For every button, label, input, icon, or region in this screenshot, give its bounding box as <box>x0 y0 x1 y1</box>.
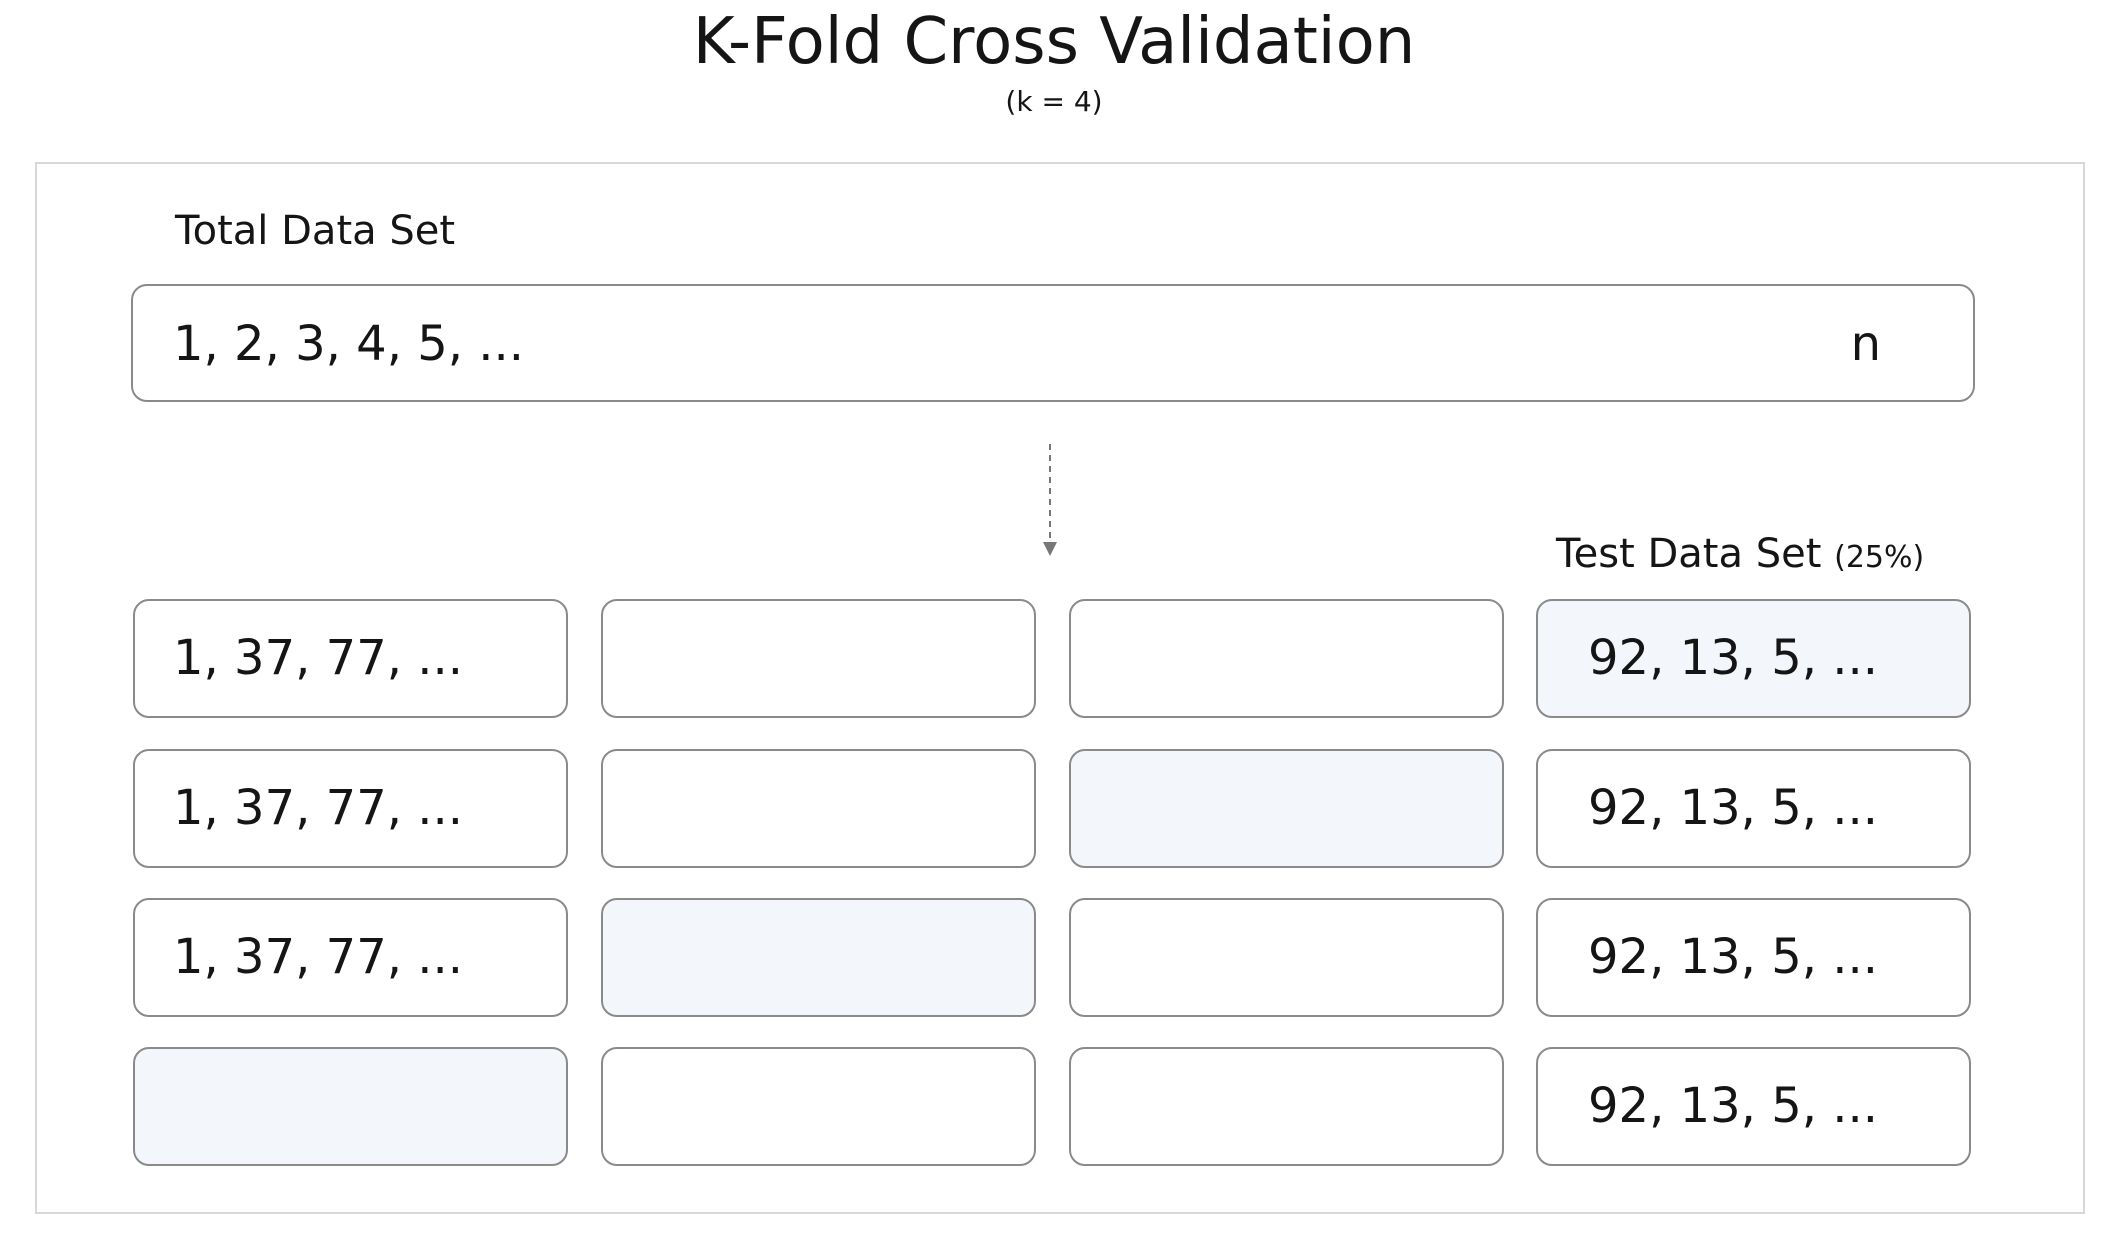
fold-cell: 1, 37, 77, ... <box>133 749 568 868</box>
fold-cell: 1, 37, 77, ... <box>133 599 568 718</box>
fold-cell-test <box>601 898 1036 1017</box>
fold-cell <box>601 599 1036 718</box>
fold-cell <box>601 1047 1036 1166</box>
fold-cell-text: 92, 13, 5, ... <box>1588 630 1879 686</box>
test-data-set-text: Test Data Set <box>1556 531 1822 577</box>
fold-cell-text: 1, 37, 77, ... <box>173 780 464 836</box>
total-data-set-box: 1, 2, 3, 4, 5, ... n <box>131 284 1975 402</box>
test-data-set-label: Test Data Set (25%) <box>1556 528 1924 584</box>
fold-cell-text: 92, 13, 5, ... <box>1588 1078 1879 1134</box>
fold-cell-text: 1, 37, 77, ... <box>173 630 464 686</box>
split-arrow-icon <box>1043 444 1057 556</box>
total-data-sequence: 1, 2, 3, 4, 5, ... <box>173 316 525 372</box>
diagram-panel <box>35 162 2085 1214</box>
diagram-title: K-Fold Cross Validation <box>692 5 1416 79</box>
fold-cell: 92, 13, 5, ... <box>1536 749 1971 868</box>
fold-cell: 92, 13, 5, ... <box>1536 1047 1971 1166</box>
fold-cell-text: 92, 13, 5, ... <box>1588 929 1879 985</box>
diagram-subtitle: (k = 4) <box>1005 85 1103 118</box>
fold-cell-text: 92, 13, 5, ... <box>1588 780 1879 836</box>
fold-cell-test <box>133 1047 568 1166</box>
test-data-set-percent: (25%) <box>1834 540 1925 575</box>
fold-cell-test: 92, 13, 5, ... <box>1536 599 1971 718</box>
fold-cell-text: 1, 37, 77, ... <box>173 929 464 985</box>
fold-cell <box>1069 1047 1504 1166</box>
fold-cell <box>1069 898 1504 1017</box>
fold-cell <box>601 749 1036 868</box>
fold-cell: 1, 37, 77, ... <box>133 898 568 1017</box>
total-data-set-label: Total Data Set <box>175 208 456 254</box>
fold-cell: 92, 13, 5, ... <box>1536 898 1971 1017</box>
fold-cell <box>1069 599 1504 718</box>
fold-cell-test <box>1069 749 1504 868</box>
total-data-end: n <box>1850 316 1881 372</box>
